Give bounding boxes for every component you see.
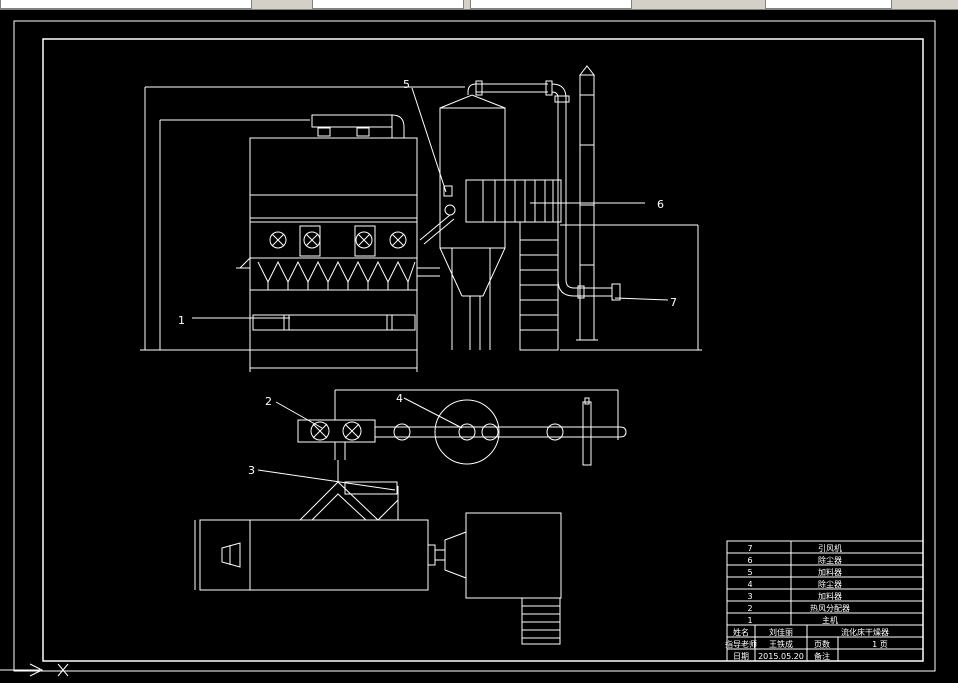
leader-line-7 — [614, 297, 669, 301]
parts-row-name: 加料器 — [818, 591, 842, 601]
leader-label-5: 5 — [403, 78, 410, 91]
toolbar-tab-1[interactable] — [0, 0, 252, 9]
leader-line-3 — [257, 469, 396, 491]
toolbar-tab-4[interactable] — [765, 0, 892, 9]
parts-row-no: 1 — [747, 616, 752, 625]
parts-row-no: 6 — [747, 556, 752, 565]
dust-collector-plan — [434, 399, 500, 465]
parts-row-name: 加料器 — [818, 567, 842, 577]
leader-label-4: 4 — [396, 392, 403, 405]
leader-line-4 — [403, 397, 463, 429]
distributor-fan-icon — [310, 421, 362, 441]
leader-label-6: 6 — [657, 198, 664, 211]
leader-label-7: 7 — [670, 296, 677, 309]
application-toolbar-strip — [0, 0, 958, 10]
parts-row-no: 7 — [747, 544, 752, 553]
title-date-value: 2015.05.20 — [758, 652, 804, 661]
cyclone-separator — [419, 80, 570, 350]
leader-line-2 — [275, 401, 323, 429]
plan-view — [194, 389, 627, 645]
parts-row-no: 5 — [747, 568, 752, 577]
exhaust-stack — [557, 65, 621, 341]
heater-unit — [465, 512, 562, 599]
access-stair — [521, 597, 561, 645]
leader-line-5 — [411, 87, 447, 193]
leader-label-1: 1 — [178, 314, 185, 327]
title-advisor-label: 指导老师 — [725, 639, 757, 649]
sight-glass-icon — [269, 231, 407, 249]
leader-label-2: 2 — [265, 395, 272, 408]
sheet-inner-border — [42, 38, 924, 662]
hot-air-distributor — [297, 419, 376, 443]
parts-row-name: 除尘器 — [818, 579, 842, 589]
dryer-plan-body — [199, 519, 429, 591]
toolbar-tab-3[interactable] — [470, 0, 632, 9]
parts-list-table — [726, 540, 924, 662]
title-date-label: 日期 — [733, 652, 749, 661]
title-advisor-value: 王铁成 — [769, 639, 793, 649]
title-remark-label: 备注 — [814, 651, 830, 661]
title-pages-value: 1 页 — [872, 640, 888, 649]
parts-row-no: 2 — [747, 604, 752, 613]
sheet-outer-border — [13, 20, 936, 672]
parts-row-name: 引风机 — [818, 543, 842, 553]
drawing-title: 流化床干燥器 — [841, 627, 889, 637]
title-name-label: 姓名 — [733, 627, 749, 637]
elevation-view — [140, 65, 702, 372]
parts-row-no: 4 — [747, 580, 752, 589]
cad-drawing-canvas[interactable]: 1 2 3 4 5 6 7 7 引风机 6 除尘器 5 加料器 4 除尘器 3 … — [0, 10, 958, 683]
toolbar-tab-2[interactable] — [312, 0, 464, 9]
leader-label-3: 3 — [248, 464, 255, 477]
parts-row-name: 除尘器 — [818, 555, 842, 565]
title-name-value: 刘佳丽 — [769, 627, 793, 637]
title-pages-label: 页数 — [814, 639, 830, 649]
bag-filter — [465, 179, 562, 351]
parts-row-no: 3 — [747, 592, 752, 601]
ucs-axis-icon — [0, 663, 69, 677]
parts-row-name: 热风分配器 — [810, 603, 850, 613]
fluid-bed-dryer-body — [249, 137, 418, 351]
parts-row-name: 主机 — [822, 615, 838, 625]
